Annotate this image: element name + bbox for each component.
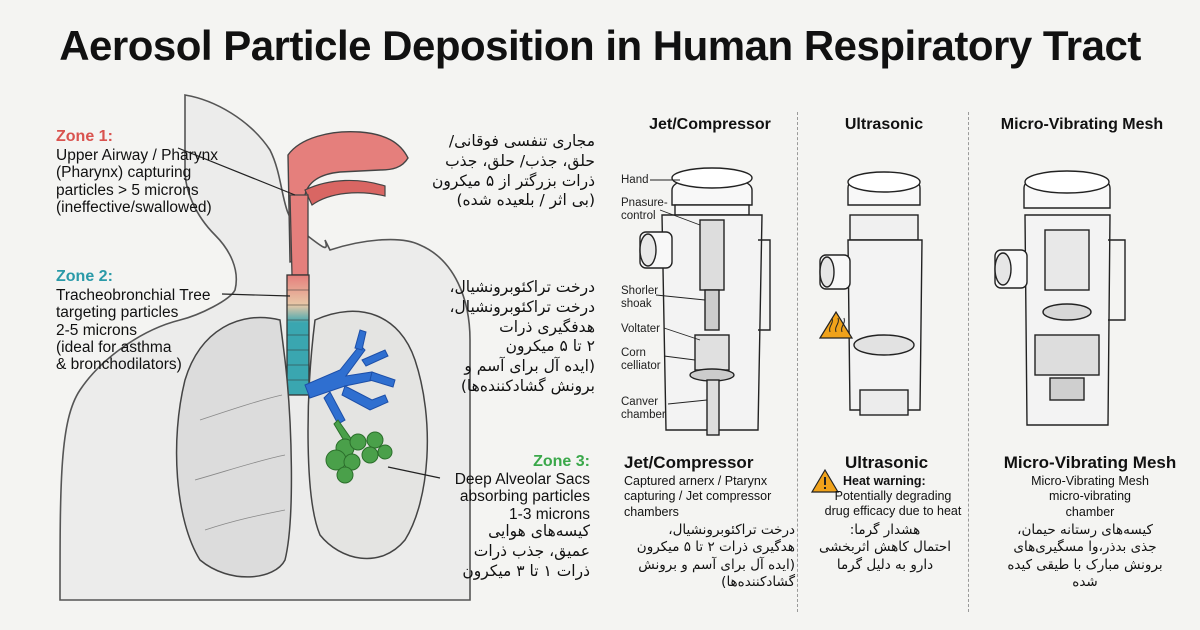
mesh-illustration	[994, 170, 1126, 426]
device-header-mesh: Micro-Vibrating Mesh	[1000, 116, 1164, 133]
zone1-persian: مجاری تنفسی فوقانی/حلق، جذب/ حلق، جذب ذر…	[431, 132, 595, 210]
device-header-ultrasonic: Ultrasonic	[844, 116, 924, 133]
heat-warning-icon	[818, 310, 854, 339]
heat-warning-title: Heat warning:	[843, 474, 926, 488]
nasal-cavity	[287, 130, 409, 263]
zone2-persian: درخت تراکئوبرونشیال،درخت تراکئوبرونشیال،…	[449, 278, 595, 396]
zone2-label: Zone 2:	[56, 268, 113, 285]
part-label-voltater: Voltater	[621, 323, 660, 335]
bronchial-tree	[304, 329, 396, 425]
divider-2	[968, 112, 969, 612]
caption-title-ultrasonic: Ultrasonic	[845, 453, 929, 472]
left-lung	[175, 316, 293, 578]
caption-title-mesh: Micro-Vibrating Mesh	[1003, 453, 1177, 472]
persian-jet: درخت تراکئوبرونشیال،هدگیری ذرات ۲ تا ۵ م…	[636, 522, 795, 590]
zone3-label: Zone 3:	[533, 453, 590, 470]
jet-compressor-illustration	[639, 167, 771, 436]
zone1-label: Zone 1:	[56, 128, 113, 145]
alveolar-sacs	[325, 419, 393, 484]
pharynx	[289, 194, 309, 276]
part-label-hand: Hand	[621, 174, 649, 186]
ultrasonic-illustration	[819, 171, 923, 416]
zone1-english: Upper Airway / Pharynx(Pharynx) capturin…	[56, 147, 218, 217]
persian-ultrasonic: هشدار گرما:احتمال کاهش اثربخشی دارو به د…	[818, 522, 952, 573]
part-label-pressure: Pnasure-control	[621, 197, 668, 222]
device-header-jet: Jet/Compressor	[649, 116, 771, 133]
heat-warning-icon-small	[810, 468, 840, 493]
divider-1	[797, 112, 798, 612]
persian-mesh: کیسه‌های رستانه حیمان،جذی بدذر،وا مسگیری…	[1007, 522, 1163, 590]
caption-title-jet: Jet/Compressor	[624, 453, 754, 472]
oral-cavity	[304, 179, 386, 206]
page-title: Aerosol Particle Deposition in Human Res…	[59, 22, 1141, 69]
